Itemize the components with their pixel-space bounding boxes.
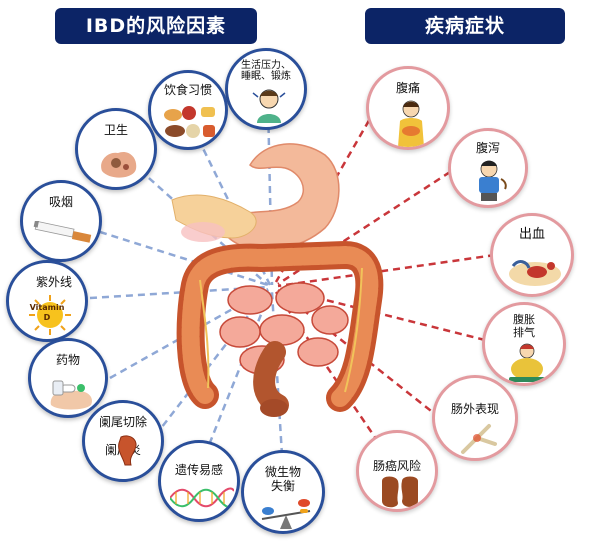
risk-label-diet: 饮食习惯 (163, 83, 212, 97)
risk-label-hygiene: 卫生 (103, 123, 128, 137)
risk-label-stress: 生活压力、 睡眠、锻炼 (241, 60, 291, 82)
risk-node-appendectomy: 阑尾切除 阑尾炎 (82, 400, 164, 482)
risk-node-stress: 生活压力、 睡眠、锻炼 (225, 48, 307, 130)
connector-bleeding (277, 253, 496, 288)
symptoms-title: 疾病症状 (365, 8, 565, 44)
risk-node-diet: 饮食习惯 (148, 70, 228, 150)
risk-node-microbiome: 微生物 失衡 (241, 450, 325, 534)
symptom-node-extraintestinal: 肠外表现 (432, 375, 518, 461)
bloated-person-icon (509, 343, 545, 382)
stressed-person-icon (252, 89, 286, 123)
connector-smoking (99, 230, 269, 287)
symptom-label-cancer: 肠癌风险 (372, 459, 421, 473)
vitamin-d-badge: Vitamin D (29, 303, 65, 322)
stomach-illustration (171, 143, 340, 251)
joint-skeleton-icon (461, 424, 497, 454)
cigarette-icon (33, 221, 92, 243)
symptom-node-pain: 腹痛 (366, 66, 450, 150)
connector-stress (266, 101, 274, 286)
dna-icon (170, 487, 234, 509)
symptom-label-bloating: 腹胀 排气 (513, 313, 535, 339)
abdominal-pain-icon (398, 100, 424, 147)
symptom-node-bleeding: 出血 (490, 213, 574, 297)
symptom-label-extraintestinal: 肠外表现 (450, 402, 499, 416)
microbe-scale-icon (261, 499, 311, 529)
food-plate-icon (164, 106, 215, 138)
symptom-label-bleeding: 出血 (518, 227, 545, 242)
risk-node-genetics: 遗传易感 (158, 440, 240, 522)
risk-node-uv: 紫外线 Vitamin D (6, 260, 88, 342)
symptom-label-pain: 腹痛 (395, 81, 420, 95)
connector-genetics (203, 291, 272, 456)
risk-label-uv: 紫外线 (35, 275, 72, 289)
appendix-icon (118, 435, 137, 466)
risk-label-genetics: 遗传易感 (174, 463, 223, 477)
kidney-shaped-organ-icon (382, 476, 418, 508)
risk-node-smoking: 吸烟 (20, 180, 102, 262)
dirty-hand-icon (101, 151, 137, 178)
symptom-label-diarrhea: 腹泻 (475, 141, 500, 155)
pills-in-hand-icon (50, 380, 93, 410)
risk-node-drugs: 药物 (28, 338, 108, 418)
diarrhea-person-icon (479, 160, 507, 201)
risk-label-drugs: 药物 (55, 353, 80, 367)
small-intestine-illustration (219, 282, 349, 375)
risk-label-smoking: 吸烟 (48, 195, 73, 209)
risk-node-hygiene: 卫生 (75, 108, 157, 190)
risk-factors-title: IBD的风险因素 (55, 8, 257, 44)
symptom-node-diarrhea: 腹泻 (448, 128, 528, 208)
blood-icon (509, 260, 561, 286)
large-intestine-illustration (176, 240, 384, 417)
risk-label-microbiome: 微生物 失衡 (264, 465, 301, 493)
sun-vitamin-d-icon (29, 295, 71, 335)
symptom-node-bloating: 腹胀 排气 (482, 302, 566, 386)
symptom-node-cancer: 肠癌风险 (356, 430, 438, 512)
